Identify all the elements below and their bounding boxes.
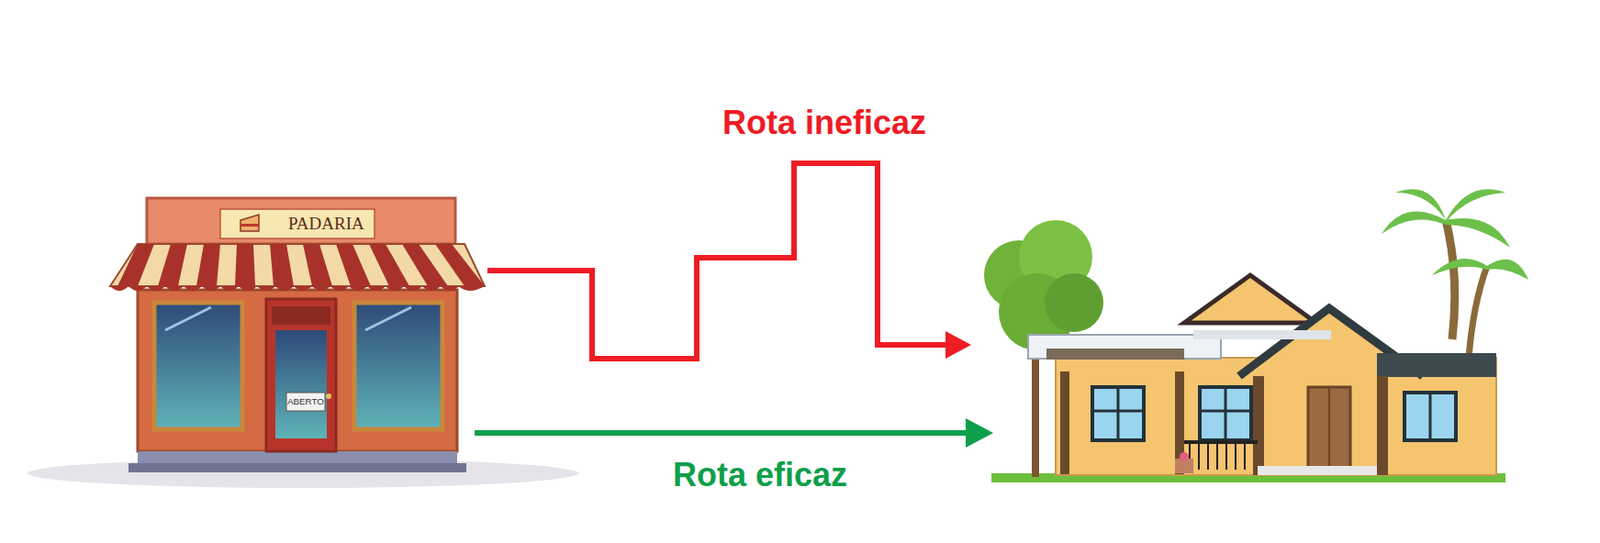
shop-sign: PADARIA (288, 214, 365, 235)
route-label: Rota ineficaz (722, 104, 927, 142)
routes (474, 163, 994, 448)
bakery (110, 198, 485, 473)
door-sign: ABERTO (287, 397, 325, 408)
route-label: Rota eficaz (672, 457, 848, 494)
house (984, 189, 1529, 483)
